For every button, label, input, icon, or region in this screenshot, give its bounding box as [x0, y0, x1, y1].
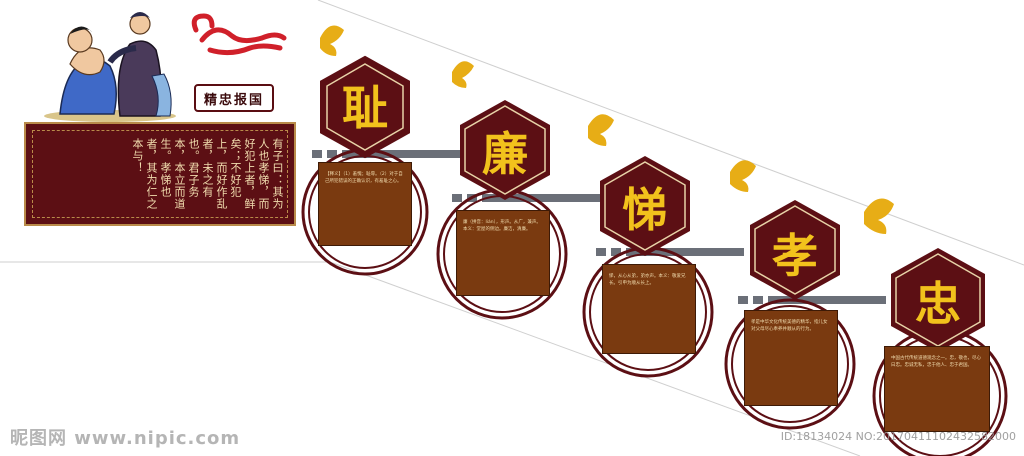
plaque-lian: 廉（拼音：lián），形声。从广，兼声。本义：堂屋的侧边。廉洁，清廉。 — [456, 210, 550, 296]
leaf-ornaments — [320, 25, 894, 234]
plaque-xiao: 孝是中华文化传统美德的精华，指儿女对父母尽心奉养并顺从的行为。 — [744, 310, 838, 406]
cloud-ornament — [191, 13, 287, 56]
poem-board: 有子曰：其为人也孝悌，而好犯上者，鲜矣；不好犯上，而好作乱者，未之有也。君子务本… — [24, 122, 296, 226]
char-lian: 廉 — [482, 127, 528, 181]
yue-fei-illustration — [44, 12, 176, 122]
char-ti: 悌 — [622, 183, 668, 237]
watermark-brand: 昵图网 www.nipic.com — [10, 428, 241, 449]
plaque-text: 廉（拼音：lián），形声。从广，兼声。本义：堂屋的侧边。廉洁，清廉。 — [463, 220, 541, 232]
plaque-zhong: 中国古代传统道德观念之一。忠，敬也，尽心曰忠。忠诚无私，忠于他人、忠于君国。 — [884, 346, 990, 432]
plaque-text: 中国古代传统道德观念之一。忠，敬也，尽心曰忠。忠诚无私，忠于他人、忠于君国。 — [891, 356, 981, 368]
plaque-ti: 悌，从心从弟，弟亦声。本义：敬爱兄长。引申为顺从长上。 — [602, 264, 696, 354]
poem-text: 有子曰：其为人也孝悌，而好犯上者，鲜矣；不好犯上，而好作乱者，未之有也。君子务本… — [131, 138, 284, 210]
char-zhong: 忠 — [915, 277, 961, 331]
char-chi: 耻 — [342, 81, 388, 135]
watermark-id: ID:18134024 NO:20170411102432582000 — [780, 430, 1016, 443]
plaque-text: 孝是中华文化传统美德的精华，指儿女对父母尽心奉养并顺从的行为。 — [751, 320, 828, 332]
char-xiao: 孝 — [772, 229, 818, 283]
plaque-text: 【释义】（1）羞愧；耻辱。（2）对于自己所犯错误的正确认识，有羞耻之心。 — [325, 172, 403, 184]
plaque-chi: 【释义】（1）羞愧；耻辱。（2）对于自己所犯错误的正确认识，有羞耻之心。 — [318, 162, 412, 246]
plaque-text: 悌，从心从弟，弟亦声。本义：敬爱兄长。引申为顺从长上。 — [609, 274, 686, 286]
motto-banner: 精忠报国 — [194, 84, 274, 112]
hexagons — [320, 55, 985, 352]
poem-border — [32, 130, 288, 218]
